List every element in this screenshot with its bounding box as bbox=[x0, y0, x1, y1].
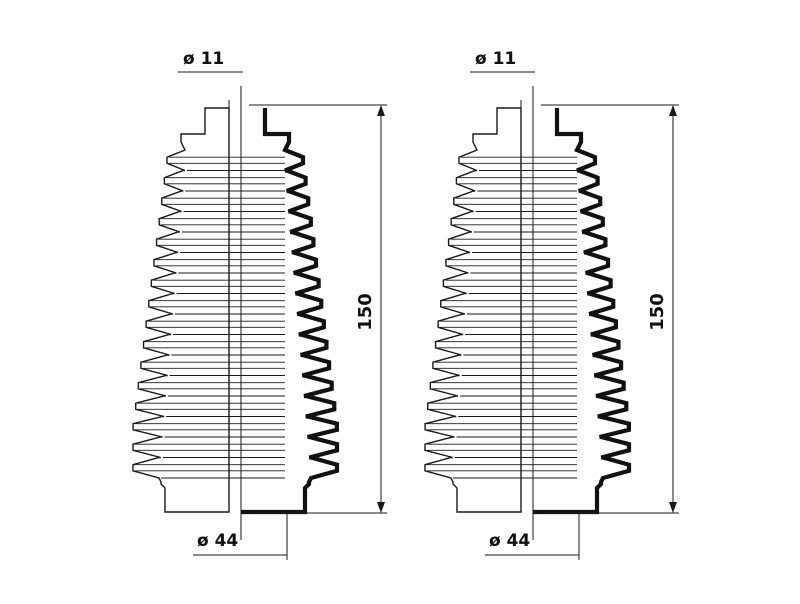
arrow-head-up bbox=[377, 105, 385, 116]
bellows-view-right: ø 11 ø 44 150 bbox=[424, 49, 679, 560]
arrow-head-down bbox=[669, 502, 677, 513]
label-top-diameter: ø 11 bbox=[475, 49, 516, 69]
label-height: 150 bbox=[647, 293, 668, 331]
bellows-section-wall bbox=[533, 108, 632, 515]
arrow-head-down bbox=[377, 502, 385, 513]
bellows-outline-left bbox=[132, 107, 230, 513]
bellows-section-wall bbox=[241, 108, 340, 515]
label-bottom-diameter: ø 44 bbox=[197, 531, 238, 551]
label-bottom-diameter: ø 44 bbox=[489, 531, 530, 551]
arrow-head-up bbox=[669, 105, 677, 116]
bellows-outline-left bbox=[424, 107, 522, 513]
bellows-view-left: ø 11 ø 44 150 bbox=[132, 49, 387, 560]
label-top-diameter: ø 11 bbox=[183, 49, 224, 69]
label-height: 150 bbox=[355, 293, 376, 331]
